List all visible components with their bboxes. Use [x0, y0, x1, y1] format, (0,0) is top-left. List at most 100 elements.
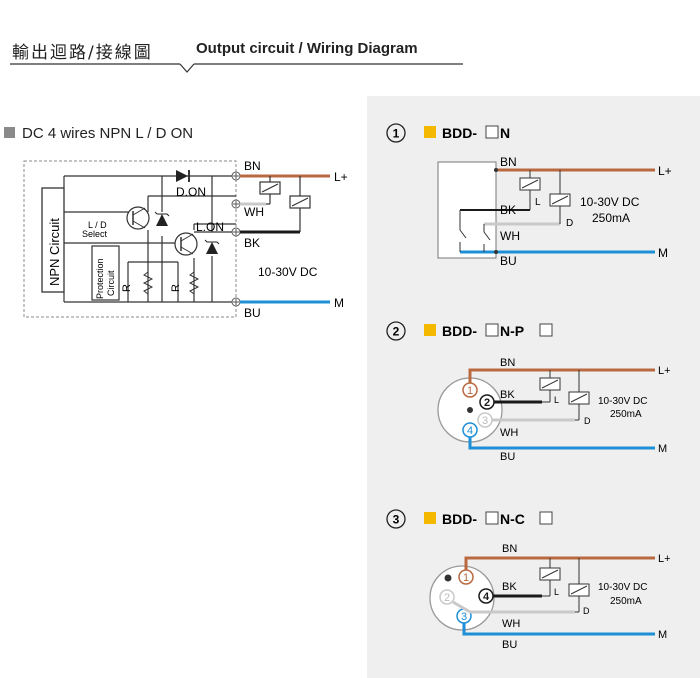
panel3-bu-label: BU [502, 639, 517, 651]
panel2-wh-label: WH [500, 427, 518, 439]
left-bk-label: BK [244, 236, 260, 250]
panel2-title-prefix: BDD- [442, 323, 477, 339]
left-voltage-label: 10-30V DC [258, 265, 318, 279]
sensor-dashed-box [23, 160, 237, 318]
panel3-wh-wire [452, 600, 575, 614]
panel1-d-label: D [566, 218, 573, 229]
panel2-bk-label: BK [500, 389, 515, 401]
panel3-pin4: 4 [483, 591, 490, 603]
transistor-2-icon [174, 232, 198, 256]
resistor-1-label: R [121, 284, 133, 292]
wiring-panel-background [367, 96, 700, 678]
left-lplus-label: L+ [334, 170, 348, 184]
panel3-connector-key [444, 574, 452, 582]
panel3-l-label: L [554, 587, 559, 597]
panel3-bk-label: BK [502, 581, 517, 593]
panel2-bn-label: BN [500, 357, 515, 369]
panel3-pin3: 3 [461, 611, 467, 623]
panel3-d-label: D [583, 606, 590, 616]
zener-diode-1-icon [154, 211, 170, 226]
panel1-voltage-label: 10-30V DC [580, 195, 640, 209]
protection-label-1: Protection [95, 258, 105, 299]
page-title-en: Output circuit / Wiring Diagram [196, 40, 418, 57]
left-title: DC 4 wires NPN L / D ON [22, 125, 193, 142]
panel2-title-box-2 [539, 323, 553, 337]
panel1-title-prefix: BDD- [442, 125, 477, 141]
panel1-title-suffix: N [500, 125, 510, 141]
panel1-m-label: M [658, 246, 668, 260]
svg-text:2: 2 [393, 325, 400, 339]
zener-diode-2-icon [204, 239, 220, 254]
d-on-label: D.ON [176, 185, 206, 199]
left-m-label: M [334, 296, 344, 310]
panel3-title-box-2 [539, 511, 553, 525]
panel2-pin2: 2 [484, 397, 490, 409]
panel3-loads [539, 558, 590, 613]
panel3-title-prefix: BDD- [442, 511, 477, 527]
panel1-wh-label: WH [500, 229, 520, 243]
svg-text:3: 3 [393, 513, 400, 527]
panel3-number-badge [386, 509, 406, 529]
panel2-orange-square [424, 324, 436, 336]
panel1-bn-label: BN [500, 155, 517, 169]
panel1-orange-square [424, 126, 436, 138]
panel2-l-label: L [554, 395, 559, 405]
panel1-lplus-label: L+ [658, 164, 672, 178]
panel2-voltage-label: 10-30V DC [598, 396, 647, 407]
panel3-pin2: 2 [444, 592, 450, 604]
internal-wiring [63, 175, 236, 303]
panel3-bu-wire [462, 623, 655, 636]
panel3-m-label: M [658, 629, 667, 641]
npn-circuit-box [41, 187, 65, 293]
panel2-title-mid: N-P [500, 323, 524, 339]
resistor-2-label: R [170, 284, 182, 292]
panel1-title-box [485, 125, 499, 139]
panel3-connector-face [429, 565, 495, 631]
panel3-bn-label: BN [502, 543, 517, 555]
panel1-number-badge [386, 123, 406, 143]
panel3-pin-circles [439, 569, 494, 624]
left-bu-label: BU [244, 306, 261, 320]
transistor-1-icon [126, 206, 150, 230]
panel2-bu-wire [468, 437, 655, 450]
d-on-diode-icon [176, 170, 190, 182]
page-title-cjk: 輸出迴路/接線圖 [12, 43, 153, 63]
panel2-lplus-label: L+ [658, 365, 671, 377]
protection-label-2: Circuit [106, 270, 116, 296]
panel2-pin4: 4 [467, 425, 473, 437]
panel2-m-label: M [658, 443, 667, 455]
svg-text:1: 1 [393, 127, 400, 141]
panel2-number-badge [386, 321, 406, 341]
panel2-bn-wire [468, 368, 540, 383]
panel3-lplus-label: L+ [658, 553, 671, 565]
panel2-pin1: 1 [467, 385, 473, 397]
panel1-junction-dots [494, 168, 498, 254]
panel3-current-label: 250mA [610, 596, 642, 607]
panel2-current-label: 250mA [610, 409, 642, 420]
resistor-1-icon [142, 271, 154, 295]
protection-circuit-box [91, 245, 120, 301]
panel2-connector-key [467, 407, 473, 413]
panel3-wh-label: WH [502, 618, 520, 630]
resistor-2-icon [188, 271, 200, 295]
panel3-bn-wire [464, 556, 540, 570]
panel2-loads [539, 370, 590, 421]
panel2-bu-label: BU [500, 451, 515, 463]
panel3-pin1: 1 [463, 572, 469, 584]
left-title-bullet [4, 127, 15, 138]
panel1-l-label: L [535, 197, 541, 208]
panel3-title-box-1 [485, 511, 499, 525]
left-wh-label: WH [244, 205, 264, 219]
ld-select-label-1: L / D [88, 220, 107, 230]
panel3-title-mid: N-C [500, 511, 525, 527]
panel2-pin3: 3 [482, 415, 488, 427]
panel3-voltage-label: 10-30V DC [598, 582, 647, 593]
panel1-loads [519, 170, 571, 224]
panel1-switch-icons [459, 210, 491, 252]
panel1-current-label: 250mA [592, 211, 630, 225]
header-underline [10, 63, 463, 73]
panel1-bu-label: BU [500, 254, 517, 268]
npn-circuit-label: NPN Circuit [47, 218, 62, 286]
panel2-d-label: D [584, 416, 591, 426]
